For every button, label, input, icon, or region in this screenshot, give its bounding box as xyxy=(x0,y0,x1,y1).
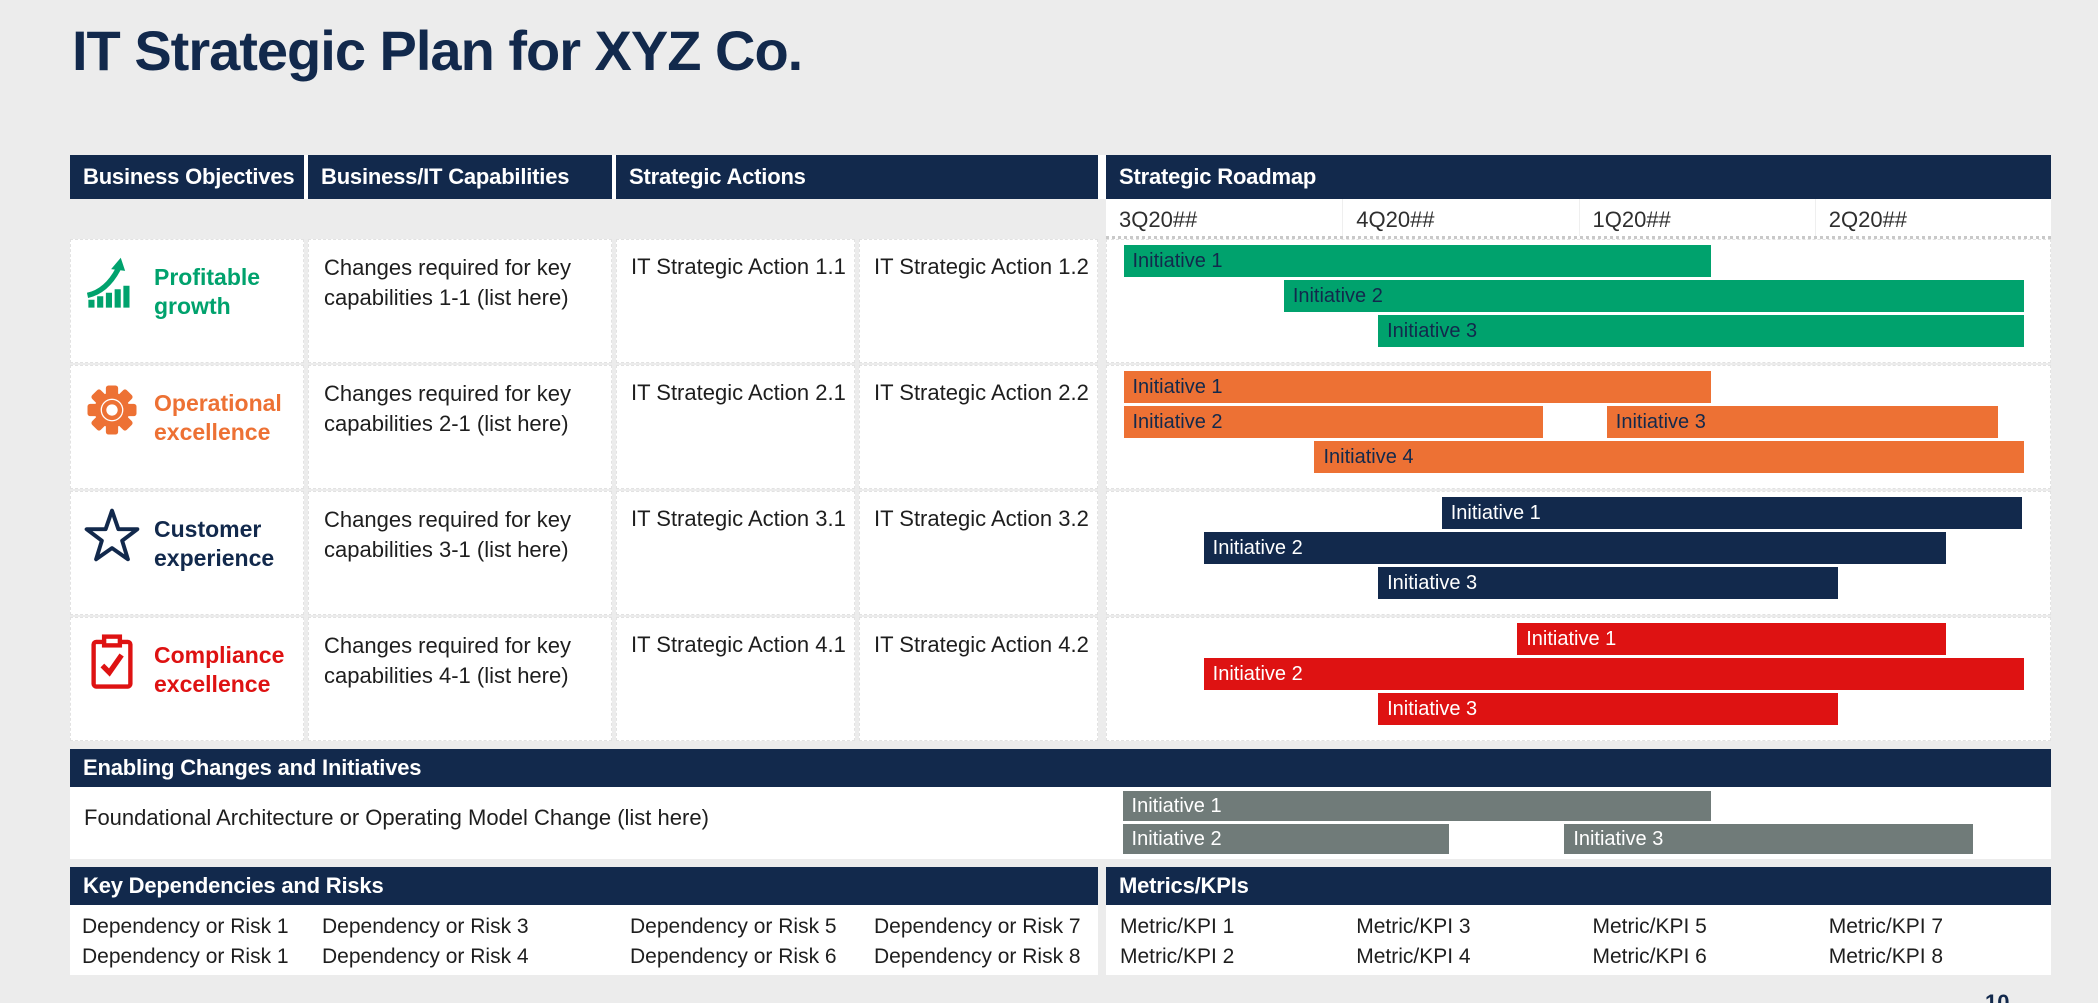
initiative-bar: Initiative 1 xyxy=(1122,791,1711,821)
strategic-action-cell: IT Strategic Action 3.2 xyxy=(859,491,1098,615)
table-row-profitable-growth: Profitable growth Changes required for k… xyxy=(70,239,2051,363)
strategic-action-cell: IT Strategic Action 2.2 xyxy=(859,365,1098,489)
initiative-bar: Initiative 2 xyxy=(1122,824,1449,854)
quarter-axis-area: 3Q20## 4Q20## 1Q20## 2Q20## xyxy=(1106,199,2051,239)
metric-item: Metric/KPI 1 xyxy=(1120,915,1235,938)
metric-column: Metric/KPI 3 Metric/KPI 4 xyxy=(1342,912,1578,975)
objective-cell: Compliance excellence xyxy=(70,617,304,741)
initiative-bar: Initiative 4 xyxy=(1314,441,2025,473)
objective-label: Customer experience xyxy=(154,516,275,571)
strategic-plan-table: Business Objectives Business/IT Capabili… xyxy=(70,155,2051,975)
dependency-item: Dependency or Risk 6 xyxy=(630,945,837,968)
dependency-column: Dependency or Risk 3 Dependency or Risk … xyxy=(310,912,618,975)
header-business-it-capabilities: Business/IT Capabilities xyxy=(308,155,612,199)
objective-label: Operational excellence xyxy=(154,390,282,445)
dependency-item: Dependency or Risk 5 xyxy=(630,915,837,938)
capability-cell: Changes required for key capabilities 4-… xyxy=(308,617,612,741)
objective-cell: Operational excellence xyxy=(70,365,304,489)
dependency-column: Dependency or Risk 7 Dependency or Risk … xyxy=(862,912,1098,975)
strategic-action-cell: IT Strategic Action 1.2 xyxy=(859,239,1098,363)
dependency-column: Dependency or Risk 1 Dependency or Risk … xyxy=(70,912,310,975)
dependency-item: Dependency or Risk 1 xyxy=(82,945,289,968)
initiative-bar: Initiative 1 xyxy=(1441,497,2022,529)
star-icon xyxy=(84,508,140,614)
initiative-bar: Initiative 2 xyxy=(1203,532,1947,564)
page-number: 10 xyxy=(1985,990,2010,1003)
metric-column: Metric/KPI 5 Metric/KPI 6 xyxy=(1579,912,1815,975)
metric-item: Metric/KPI 5 xyxy=(1592,915,1707,938)
metric-item: Metric/KPI 4 xyxy=(1356,945,1471,968)
gear-icon xyxy=(84,382,140,488)
table-row-operational-excellence: Operational excellence Changes required … xyxy=(70,365,2051,489)
metric-item: Metric/KPI 3 xyxy=(1356,915,1471,938)
strategic-action-cell: IT Strategic Action 3.1 xyxy=(616,491,855,615)
page-title: IT Strategic Plan for XYZ Co. xyxy=(72,19,803,82)
dependencies-area: Dependency or Risk 1 Dependency or Risk … xyxy=(70,905,1098,975)
quarter-label: 3Q20## xyxy=(1119,207,1198,232)
table-header-row: Business Objectives Business/IT Capabili… xyxy=(70,155,2051,199)
initiative-bar: Initiative 1 xyxy=(1517,623,1947,655)
metric-item: Metric/KPI 2 xyxy=(1120,945,1235,968)
strategic-action-cell: IT Strategic Action 4.1 xyxy=(616,617,855,741)
clipboard-check-icon xyxy=(84,634,140,740)
quarter-axis-spacer xyxy=(70,199,1106,239)
strategic-action-cell: IT Strategic Action 4.2 xyxy=(859,617,1098,741)
objective-label: Profitable growth xyxy=(154,264,261,319)
header-strategic-roadmap: Strategic Roadmap xyxy=(1106,155,2051,199)
key-dependencies-header: Key Dependencies and Risks xyxy=(70,867,1098,905)
initiative-bar: Initiative 3 xyxy=(1378,567,1838,599)
capability-cell: Changes required for key capabilities 3-… xyxy=(308,491,612,615)
initiative-bar: Initiative 1 xyxy=(1123,371,1711,403)
initiative-bar: Initiative 3 xyxy=(1378,693,1838,725)
metrics-kpis-header: Metrics/KPIs xyxy=(1106,867,2051,905)
dependency-item: Dependency or Risk 1 xyxy=(82,915,289,938)
metric-column: Metric/KPI 1 Metric/KPI 2 xyxy=(1106,912,1342,975)
initiative-bar: Initiative 3 xyxy=(1378,315,2025,347)
dependency-item: Dependency or Risk 8 xyxy=(874,945,1081,968)
metric-item: Metric/KPI 6 xyxy=(1592,945,1707,968)
initiative-bar: Initiative 2 xyxy=(1123,406,1544,438)
header-business-objectives: Business Objectives xyxy=(70,155,304,199)
quarter-label: 1Q20## xyxy=(1578,199,1815,236)
initiative-bar: Initiative 3 xyxy=(1564,824,1974,854)
enabling-changes-header: Enabling Changes and Initiatives xyxy=(70,749,2051,787)
objective-cell: Profitable growth xyxy=(70,239,304,363)
dependency-column: Dependency or Risk 5 Dependency or Risk … xyxy=(618,912,862,975)
metric-item: Metric/KPI 8 xyxy=(1828,945,1944,968)
enabling-description: Foundational Architecture or Operating M… xyxy=(84,805,709,830)
table-row-customer-experience: Customer experience Changes required for… xyxy=(70,491,2051,615)
capability-cell: Changes required for key capabilities 2-… xyxy=(308,365,612,489)
dependency-item: Dependency or Risk 3 xyxy=(322,915,529,938)
table-row-compliance-excellence: Compliance excellence Changes required f… xyxy=(70,617,2051,741)
bottom-header-row: Key Dependencies and Risks Metrics/KPIs xyxy=(70,867,2051,905)
dependency-item: Dependency or Risk 7 xyxy=(874,915,1081,938)
enabling-changes-row: Foundational Architecture or Operating M… xyxy=(70,787,2051,859)
metric-item: Metric/KPI 7 xyxy=(1828,915,1944,938)
initiative-bar: Initiative 2 xyxy=(1203,658,2025,690)
roadmap-quarter-axis: 3Q20## 4Q20## 1Q20## 2Q20## xyxy=(70,199,2051,239)
quarter-label: 4Q20## xyxy=(1342,199,1578,236)
objective-label: Compliance excellence xyxy=(154,642,285,697)
objective-cell: Customer experience xyxy=(70,491,304,615)
initiative-bar: Initiative 1 xyxy=(1123,245,1711,277)
dependency-item: Dependency or Risk 4 xyxy=(322,945,529,968)
strategic-action-cell: IT Strategic Action 2.1 xyxy=(616,365,855,489)
capability-cell: Changes required for key capabilities 1-… xyxy=(308,239,612,363)
metrics-area: Metric/KPI 1 Metric/KPI 2 Metric/KPI 3 M… xyxy=(1106,905,2051,975)
metric-column: Metric/KPI 7 Metric/KPI 8 xyxy=(1815,912,2051,975)
header-strategic-actions: Strategic Actions xyxy=(616,155,1098,199)
strategic-action-cell: IT Strategic Action 1.1 xyxy=(616,239,855,363)
initiative-bar: Initiative 2 xyxy=(1283,280,2025,312)
quarter-label: 2Q20## xyxy=(1814,199,2051,236)
initiative-bar: Initiative 3 xyxy=(1606,406,1999,438)
bottom-content-row: Dependency or Risk 1 Dependency or Risk … xyxy=(70,905,2051,975)
growth-chart-icon xyxy=(84,256,140,362)
